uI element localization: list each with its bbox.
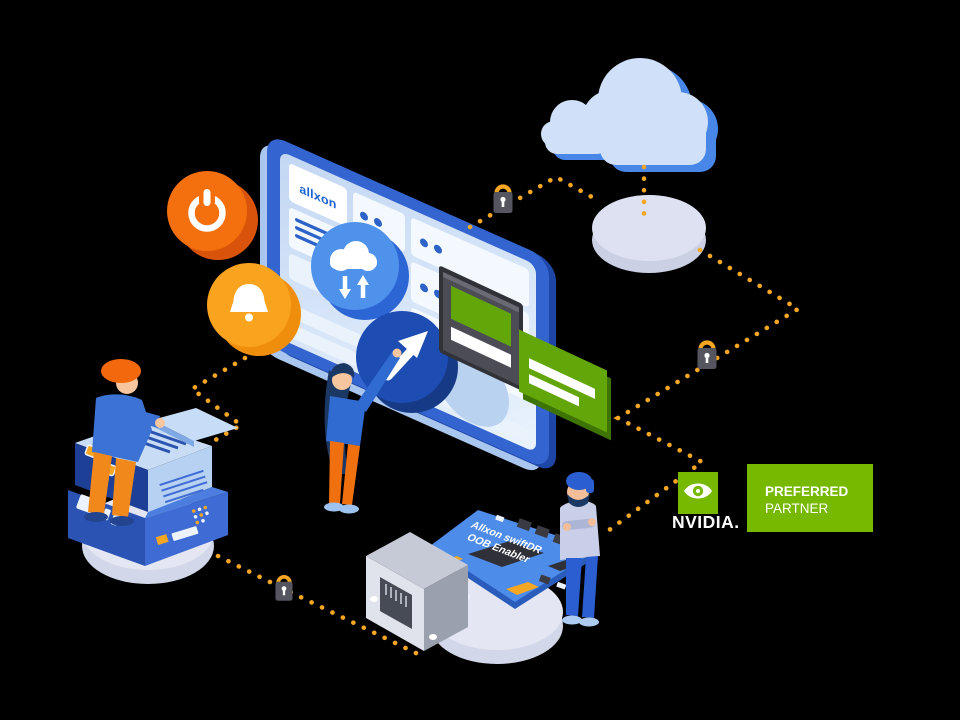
logo-card — [289, 164, 347, 226]
person-admin — [84, 359, 238, 526]
cloud-sync-icon — [311, 222, 409, 320]
nvidia-partner-badge: PREFERRED PARTNER — [747, 464, 873, 532]
person-operator — [324, 348, 402, 514]
badge-tier-line1: PREFERRED — [765, 484, 849, 499]
bell-icon — [207, 263, 301, 356]
link-servers-board — [215, 553, 423, 658]
link-dashboard-servers — [187, 355, 248, 445]
lock-icon — [494, 187, 513, 214]
power-icon — [167, 171, 258, 260]
terminal-window — [439, 266, 611, 441]
badge-tier-line2: PARTNER — [765, 501, 829, 516]
oob-enabler-board: Allxon swiftDR OOB Enabler — [366, 510, 598, 651]
nvidia-brand-text: NVIDIA. — [672, 512, 740, 532]
link-cloud-board — [598, 247, 803, 539]
laptop — [152, 408, 238, 441]
chip — [468, 541, 544, 567]
link-dashboard-cloud — [467, 174, 602, 230]
person-engineer — [560, 472, 600, 627]
nvidia-logo: NVIDIA. — [672, 472, 740, 532]
lock-icon — [698, 343, 717, 370]
server-leds — [155, 505, 209, 545]
ethernet-connector — [366, 532, 468, 651]
device-row-card — [411, 218, 529, 307]
cloud-platform-disc — [592, 195, 706, 273]
status-card — [353, 192, 405, 252]
lock-icon — [273, 574, 295, 603]
cloud-large-icon — [582, 58, 718, 172]
terminal-screen — [451, 285, 511, 347]
